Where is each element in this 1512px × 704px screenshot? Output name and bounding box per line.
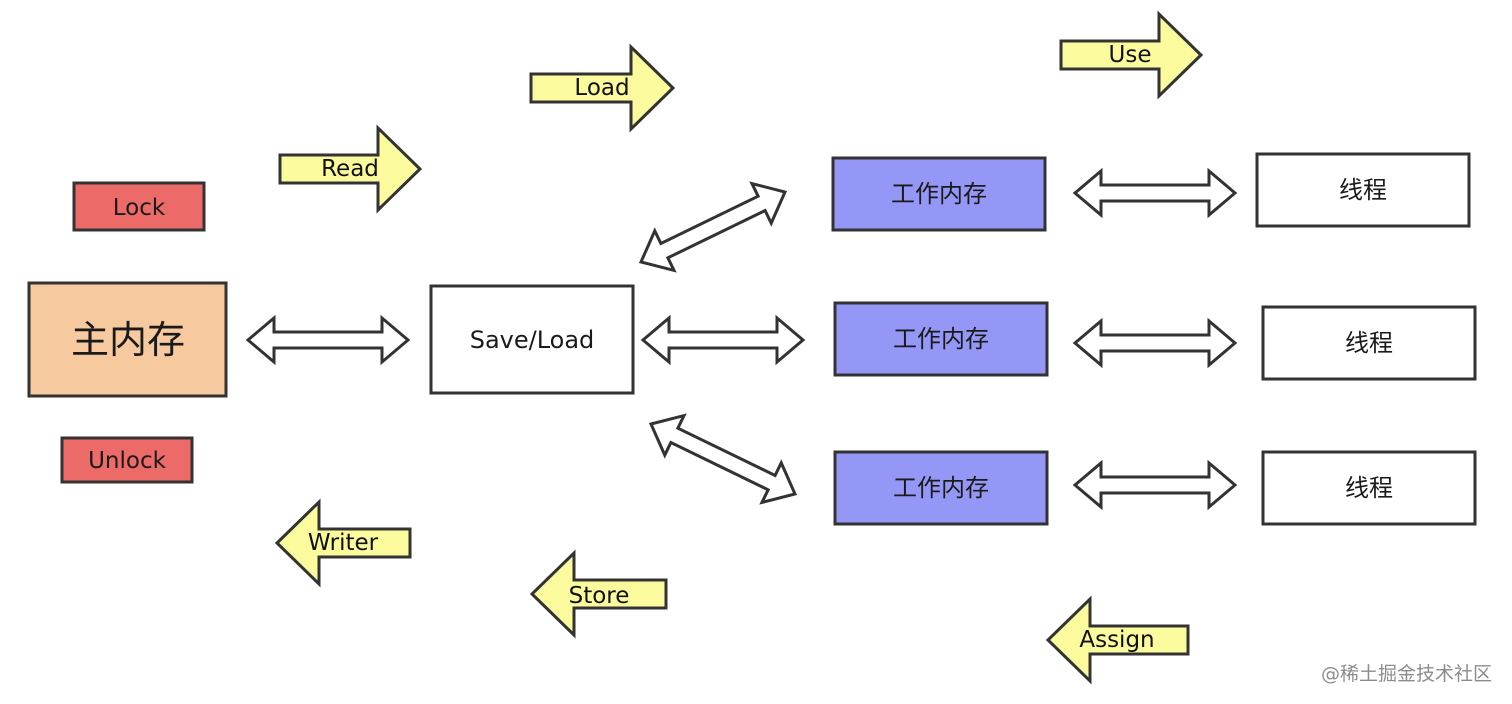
- double-arrow-work-thread-1-shape: [1072, 167, 1238, 219]
- lock-label: Lock: [113, 195, 166, 221]
- load-arrow: Load: [529, 43, 676, 133]
- read-arrow: Read: [278, 124, 423, 214]
- double-arrow-save-work-2: [640, 314, 806, 366]
- unlock-label: Unlock: [88, 448, 167, 474]
- read-arrow-shape: [278, 124, 423, 214]
- assign-arrow-shape: [1045, 595, 1190, 685]
- thread-label-3: 线程: [1345, 474, 1393, 502]
- work-memory-box-3: 工作内存: [833, 450, 1049, 526]
- writer-arrow: Writer: [274, 498, 412, 588]
- work-memory-label-1: 工作内存: [891, 180, 987, 208]
- watermark: @稀土掘金技术社区: [1321, 663, 1492, 685]
- main-memory-label: 主内存: [71, 318, 185, 362]
- load-arrow-shape: [529, 43, 676, 133]
- unlock-box: Unlock: [60, 436, 194, 484]
- load-label: Load: [574, 75, 629, 101]
- thread-box-1: 线程: [1255, 152, 1471, 228]
- double-arrow-main-save-shape: [245, 314, 411, 366]
- store-label: Store: [569, 583, 630, 609]
- save-load-label: Save/Load: [470, 326, 595, 354]
- lock-box: Lock: [72, 181, 206, 232]
- thread-box-3: 线程: [1261, 450, 1477, 526]
- double-arrow-save-work-3: [648, 413, 798, 505]
- use-label: Use: [1109, 42, 1152, 68]
- read-label: Read: [321, 156, 379, 182]
- use-arrow: Use: [1059, 10, 1204, 100]
- double-arrow-work-thread-3: [1072, 459, 1238, 511]
- double-arrow-save-work-1: [638, 181, 788, 273]
- assign-arrow: Assign: [1045, 595, 1190, 685]
- writer-arrow-shape: [274, 498, 412, 588]
- double-arrow-main-save: [245, 314, 411, 366]
- store-arrow: Store: [529, 549, 668, 639]
- double-arrow-save-work-3-shape: [648, 413, 798, 505]
- double-arrow-work-thread-2-shape: [1072, 317, 1238, 369]
- double-arrow-work-thread-1: [1072, 167, 1238, 219]
- thread-box-2: 线程: [1261, 305, 1477, 381]
- work-memory-box-2: 工作内存: [833, 301, 1049, 377]
- double-arrow-save-work-2-shape: [640, 314, 806, 366]
- work-memory-label-3: 工作内存: [893, 474, 989, 502]
- work-memory-box-1: 工作内存: [831, 156, 1047, 232]
- writer-label: Writer: [308, 530, 379, 556]
- double-arrow-save-work-1-shape: [638, 181, 788, 273]
- store-arrow-shape: [529, 549, 668, 639]
- use-arrow-shape: [1059, 10, 1204, 100]
- double-arrow-work-thread-3-shape: [1072, 459, 1238, 511]
- work-memory-label-2: 工作内存: [893, 325, 989, 353]
- save-load-box: Save/Load: [429, 284, 635, 395]
- assign-label: Assign: [1079, 627, 1154, 653]
- double-arrow-work-thread-2: [1072, 317, 1238, 369]
- thread-label-1: 线程: [1339, 176, 1387, 204]
- main-memory-box: 主内存: [27, 281, 228, 398]
- thread-label-2: 线程: [1345, 329, 1393, 357]
